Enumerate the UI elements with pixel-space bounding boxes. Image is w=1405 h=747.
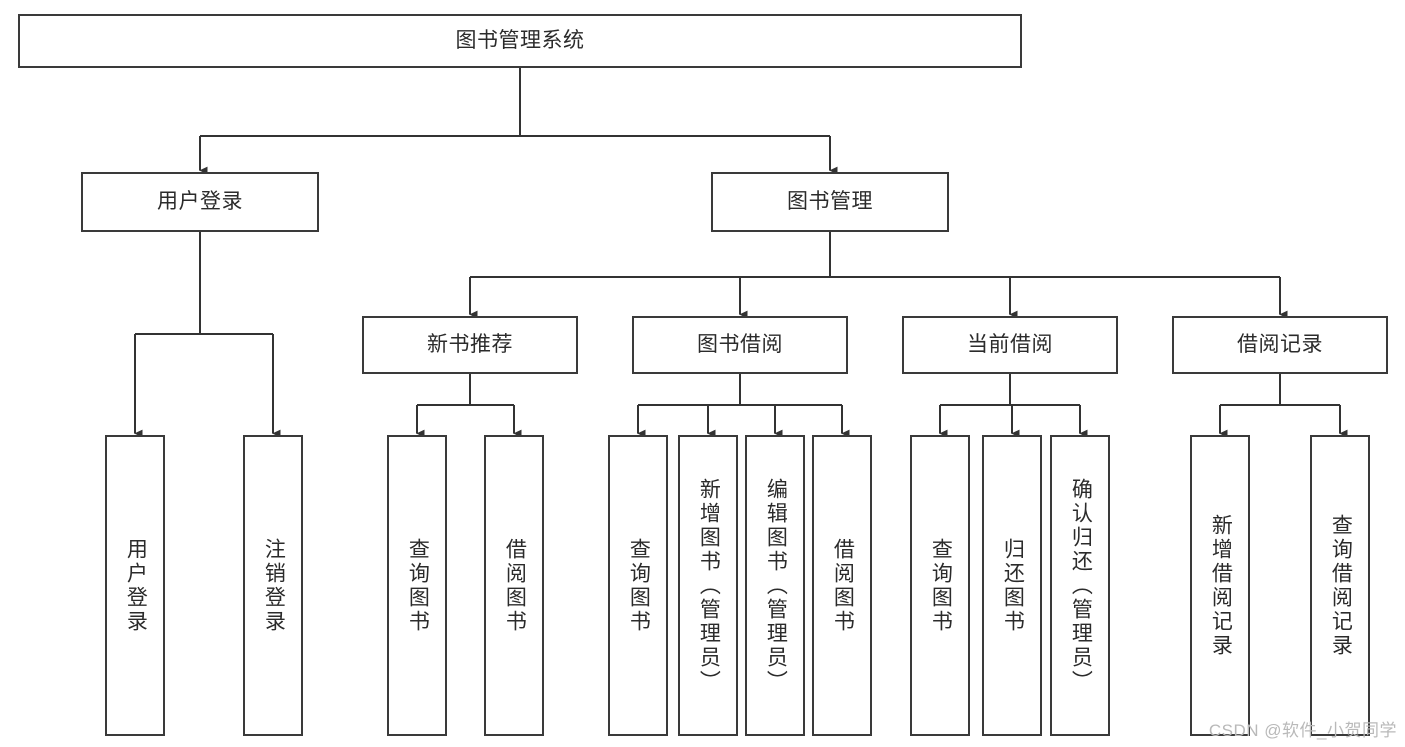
node-label: 新增借阅记录: [1209, 513, 1233, 658]
node-root[interactable]: 图书管理系统: [18, 14, 1022, 68]
node-leaf10[interactable]: 归还图书: [982, 435, 1042, 736]
node-label: 查询图书: [406, 537, 430, 634]
node-l2b[interactable]: 图书借阅: [632, 316, 848, 374]
node-label: 借阅图书: [831, 537, 855, 634]
node-label: 用户登录: [157, 189, 243, 213]
node-label: 当前借阅: [967, 332, 1053, 356]
node-label: 用户登录: [124, 537, 148, 634]
node-label: 查询借阅记录: [1329, 513, 1353, 658]
node-leaf11[interactable]: 确认归还（管理员）: [1050, 435, 1110, 736]
node-label: 图书管理系统: [455, 28, 585, 52]
node-label: 图书借阅: [697, 332, 783, 356]
node-leaf1[interactable]: 用户登录: [105, 435, 165, 736]
node-label: 确认归还（管理员）: [1069, 477, 1093, 694]
node-label: 注销登录: [262, 537, 286, 634]
watermark-text: CSDN @软件_小贺同学: [1208, 721, 1397, 740]
node-label: 编辑图书（管理员）: [764, 477, 788, 694]
node-label: 新书推荐: [427, 332, 513, 356]
node-l1a[interactable]: 用户登录: [81, 172, 319, 232]
node-leaf3[interactable]: 查询图书: [387, 435, 447, 736]
node-leaf6[interactable]: 新增图书（管理员）: [678, 435, 738, 736]
node-leaf5[interactable]: 查询图书: [608, 435, 668, 736]
node-l2c[interactable]: 当前借阅: [902, 316, 1118, 374]
node-label: 图书管理: [787, 189, 873, 213]
node-leaf9[interactable]: 查询图书: [910, 435, 970, 736]
node-leaf13[interactable]: 查询借阅记录: [1310, 435, 1370, 736]
node-label: 借阅图书: [503, 537, 527, 634]
edge-group: [133, 68, 1348, 438]
node-leaf2[interactable]: 注销登录: [243, 435, 303, 736]
node-l1b[interactable]: 图书管理: [711, 172, 949, 232]
node-l2d[interactable]: 借阅记录: [1172, 316, 1388, 374]
node-leaf4[interactable]: 借阅图书: [484, 435, 544, 736]
node-leaf7[interactable]: 编辑图书（管理员）: [745, 435, 805, 736]
node-leaf8[interactable]: 借阅图书: [812, 435, 872, 736]
node-l2a[interactable]: 新书推荐: [362, 316, 578, 374]
node-leaf12[interactable]: 新增借阅记录: [1190, 435, 1250, 736]
node-label: 新增图书（管理员）: [697, 477, 721, 694]
node-label: 查询图书: [929, 537, 953, 634]
node-label: 查询图书: [627, 537, 651, 634]
node-label: 借阅记录: [1237, 332, 1323, 356]
node-label: 归还图书: [1001, 537, 1025, 634]
